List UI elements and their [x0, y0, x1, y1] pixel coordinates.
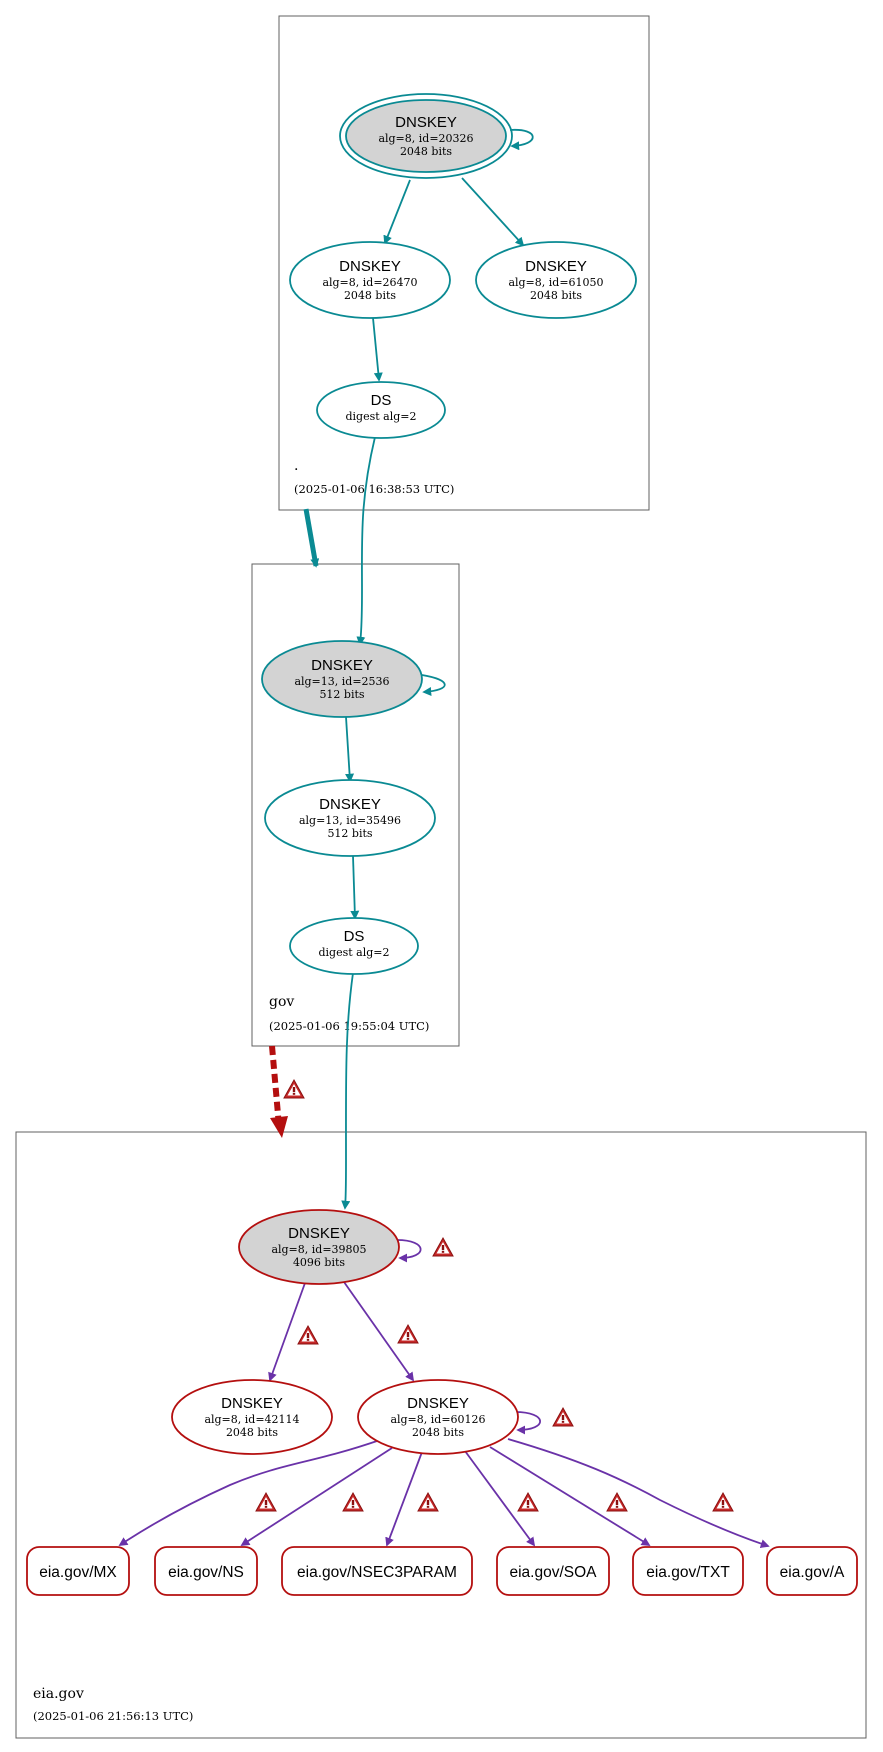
dnskey-node-61050[interactable]: DNSKEY alg=8, id=61050 2048 bits	[475, 241, 637, 319]
dnskey-node-42114[interactable]: DNSKEY alg=8, id=42114 2048 bits	[171, 1379, 333, 1455]
signs-edge	[343, 1281, 415, 1382]
self-signature-edge	[509, 129, 534, 151]
rrset-node-ns[interactable]: eia.gov/NS	[154, 1546, 258, 1596]
node-title: DS	[371, 392, 392, 409]
rrset-node-mx[interactable]: eia.gov/MX	[26, 1546, 130, 1596]
delegation-arrowhead	[270, 1116, 288, 1138]
rrset-label: eia.gov/A	[780, 1564, 845, 1581]
signs-edge	[489, 1446, 651, 1546]
rrset-label: eia.gov/SOA	[509, 1564, 597, 1581]
node-title: DNSKEY	[525, 258, 587, 275]
ds-to-dnskey-edge	[356, 436, 376, 646]
zone-timestamp: (2025-01-06 19:55:04 UTC)	[269, 1019, 429, 1033]
self-signature-edge	[396, 1239, 422, 1263]
node-detail: alg=8, id=60126	[390, 1413, 485, 1426]
signs-edge	[240, 1447, 393, 1546]
digest-edge	[350, 855, 360, 920]
ds-to-dnskey-edge	[341, 972, 354, 1210]
node-title: DNSKEY	[288, 1225, 350, 1242]
dnskey-node-35496[interactable]: DNSKEY alg=13, id=35496 512 bits	[264, 779, 436, 857]
node-detail: 2048 bits	[226, 1426, 278, 1439]
zone-timestamp: (2025-01-06 21:56:13 UTC)	[33, 1709, 193, 1723]
warning-triangle-icon[interactable]	[283, 1079, 305, 1099]
node-title: DNSKEY	[221, 1395, 283, 1412]
signs-edge	[118, 1439, 381, 1546]
dnskey-node-26470[interactable]: DNSKEY alg=8, id=26470 2048 bits	[289, 241, 451, 319]
node-title: DS	[344, 928, 365, 945]
zone-timestamp: (2025-01-06 16:38:53 UTC)	[294, 482, 454, 496]
rrset-label: eia.gov/TXT	[646, 1564, 730, 1581]
node-title: DNSKEY	[339, 258, 401, 275]
signs-edge	[268, 1282, 306, 1382]
dnskey-node-60126[interactable]: DNSKEY alg=8, id=60126 2048 bits	[357, 1379, 519, 1455]
node-detail: 2048 bits	[344, 289, 396, 302]
delegation-edge-root-gov	[303, 508, 320, 568]
node-title: DNSKEY	[407, 1395, 469, 1412]
delegation-edge-gov-eia	[269, 1045, 282, 1127]
node-title: DNSKEY	[395, 114, 457, 131]
rrset-label: eia.gov/MX	[39, 1564, 117, 1581]
node-title: DNSKEY	[319, 796, 381, 813]
signs-edge	[383, 179, 411, 245]
node-detail: 2048 bits	[412, 1426, 464, 1439]
signs-edge	[385, 1451, 423, 1547]
node-detail: alg=8, id=61050	[508, 276, 603, 289]
node-detail: 512 bits	[319, 688, 364, 701]
ds-node-eia-gov[interactable]: DS digest alg=2	[289, 917, 419, 975]
dnskey-node-eia-ksk[interactable]: DNSKEY alg=8, id=39805 4096 bits	[238, 1209, 400, 1285]
node-detail: alg=13, id=2536	[294, 675, 389, 688]
signs-edge	[507, 1438, 770, 1548]
rrset-node-txt[interactable]: eia.gov/TXT	[632, 1546, 744, 1596]
zone-name: .	[294, 458, 298, 474]
self-signature-edge	[514, 1411, 541, 1435]
node-detail: alg=13, id=35496	[299, 814, 401, 827]
rrset-node-soa[interactable]: eia.gov/SOA	[496, 1546, 610, 1596]
node-detail: 2048 bits	[400, 145, 452, 158]
node-title: DNSKEY	[311, 657, 373, 674]
rrset-node-nsec3param[interactable]: eia.gov/NSEC3PARAM	[281, 1546, 473, 1596]
zone-name: gov	[269, 994, 294, 1010]
signs-edge	[461, 177, 525, 247]
node-detail: 4096 bits	[293, 1256, 345, 1269]
rrset-label: eia.gov/NSEC3PARAM	[297, 1564, 457, 1581]
node-detail: digest alg=2	[318, 946, 389, 959]
ds-node-gov[interactable]: DS digest alg=2	[316, 381, 446, 439]
rrset-node-a[interactable]: eia.gov/A	[766, 1546, 858, 1596]
signs-edge	[464, 1450, 536, 1547]
node-detail: alg=8, id=39805	[271, 1243, 366, 1256]
rrset-label: eia.gov/NS	[168, 1564, 244, 1581]
digest-edge	[372, 317, 383, 382]
node-detail: 2048 bits	[530, 289, 582, 302]
node-detail: 512 bits	[327, 827, 372, 840]
self-signature-edge	[421, 674, 446, 696]
dnskey-node-root-ksk[interactable]: DNSKEY alg=8, id=20326 2048 bits	[339, 93, 513, 179]
zone-name: eia.gov	[33, 1686, 84, 1702]
node-detail: alg=8, id=26470	[322, 276, 417, 289]
node-detail: alg=8, id=42114	[204, 1413, 299, 1426]
node-detail: digest alg=2	[345, 410, 416, 423]
signs-edge	[345, 716, 355, 783]
dnskey-node-gov-ksk[interactable]: DNSKEY alg=13, id=2536 512 bits	[261, 640, 423, 718]
node-detail: alg=8, id=20326	[378, 132, 473, 145]
